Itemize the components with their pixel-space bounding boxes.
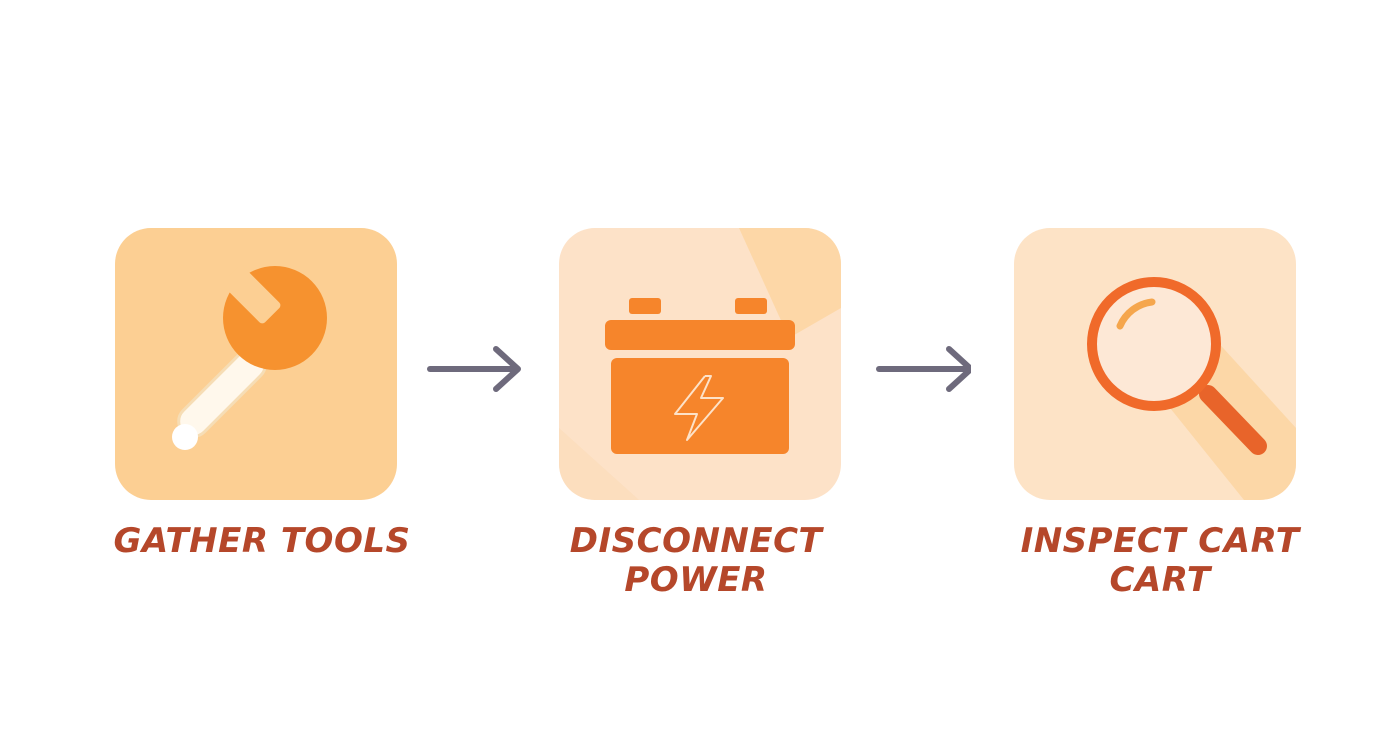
- step-2-label-line-1: DISCONNECT: [569, 521, 823, 561]
- arrow-right-icon: [876, 346, 971, 392]
- battery-icon: [559, 228, 841, 500]
- wrench-icon: [172, 265, 327, 450]
- step-1-label-line-1: GATHER TOOLS: [113, 521, 411, 561]
- step-3-card: [1014, 228, 1296, 500]
- step-3-label: INSPECT CART CART: [990, 522, 1330, 600]
- arrow-right-icon: [427, 346, 521, 392]
- step-2-card: [559, 228, 841, 500]
- step-2-label-line-2: POWER: [624, 560, 768, 600]
- magnifier-icon: [1087, 277, 1296, 500]
- step-2-label: DISCONNECT POWER: [526, 522, 866, 600]
- step-1-label: GATHER TOOLS: [92, 522, 432, 561]
- step-1-card: [115, 228, 397, 500]
- step-3-label-line-2: CART: [1109, 560, 1211, 600]
- step-3-label-line-1: INSPECT CART: [1020, 521, 1300, 561]
